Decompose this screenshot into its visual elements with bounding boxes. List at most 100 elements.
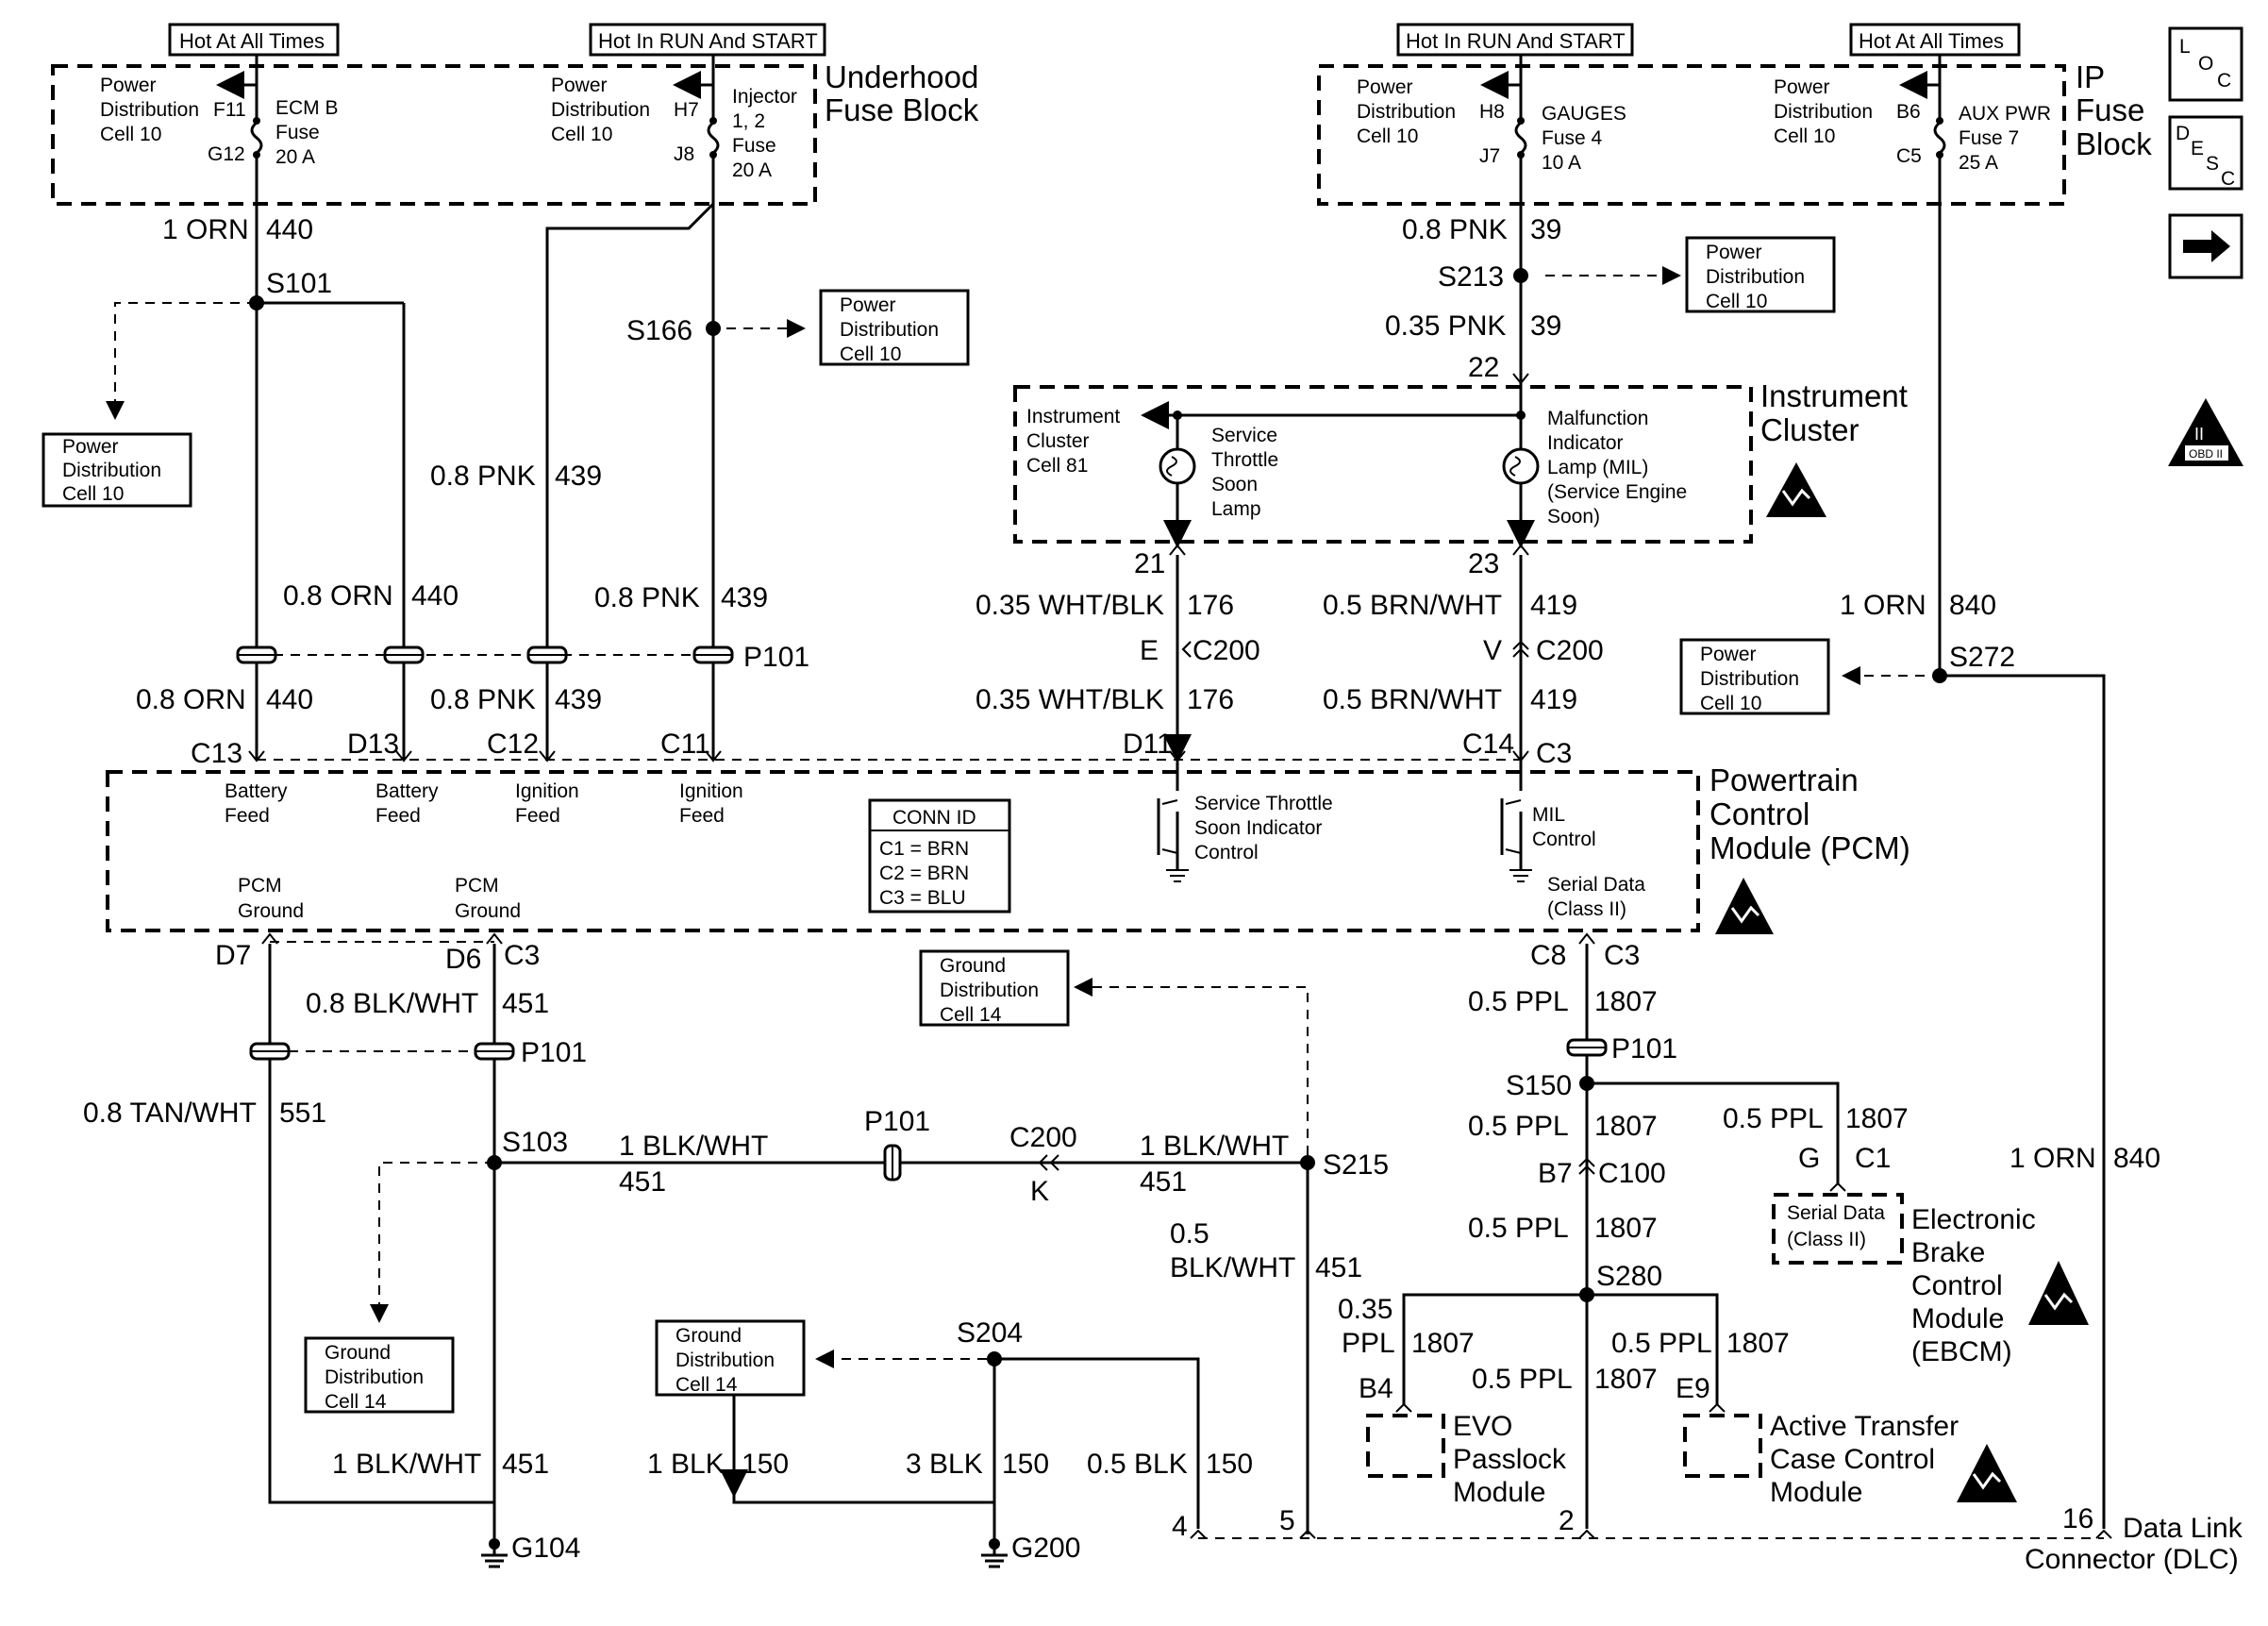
wire-number: 150 [1206, 1449, 1253, 1480]
pin-label: K [1030, 1176, 1049, 1207]
wire-gauge-label: 0.5 PPL [1472, 1364, 1573, 1395]
inline-connector-p101 [249, 1042, 515, 1061]
ip-label: IP [2076, 59, 2105, 94]
fuse-text: Injector [732, 86, 797, 108]
fuse-text: G12 [208, 143, 245, 165]
wire-number: 1807 [1594, 1213, 1658, 1244]
cluster-text: (Service Engine [1547, 481, 1687, 503]
wire-number: 451 [502, 1449, 549, 1480]
wire-number: 439 [555, 684, 602, 715]
splice-s213 [1513, 268, 1528, 283]
pcm-outline [106, 770, 1700, 932]
wire-gauge-label: PPL [1342, 1328, 1395, 1359]
fuse-text: Cell 10 [551, 124, 612, 145]
fuse-text: H8 [1479, 101, 1505, 123]
cluster-text: Instrument [1026, 406, 1120, 427]
ref-power-distribution-s166: Power Distribution Cell 10 [819, 289, 970, 366]
wire-gauge-label: 0.35 WHT/BLK [976, 684, 1164, 715]
next-arrow-icon[interactable] [2168, 213, 2243, 279]
pcm-pin-text: PCM [455, 875, 499, 897]
ref-text: Distribution [840, 319, 939, 341]
pcm-pin-text: (Class II) [1547, 898, 1626, 920]
cluster-text: Service [1211, 425, 1277, 446]
fuse-text: Power [1357, 76, 1413, 98]
wire-number: 440 [411, 580, 459, 612]
circuit-440: 1 ORN 440 S101 0.8 ORN 440 0.8 ORN 440 [106, 155, 459, 760]
pin-label: D6 [445, 944, 481, 975]
fuse-text: Power [551, 75, 608, 96]
obd-ii-icon: II OBD II [2168, 398, 2243, 466]
ref-text: Cell 10 [1700, 693, 1761, 714]
ref-text: Distribution [62, 460, 161, 481]
lamp-mil-icon [1502, 447, 1540, 485]
ebcm-label: (EBCM) [1911, 1336, 2012, 1367]
wire-gauge-label: 1 ORN [2010, 1143, 2096, 1174]
header-text: Hot In RUN And START [598, 29, 818, 53]
splice-s166 [706, 321, 721, 336]
loc-icon[interactable]: L O C [2168, 26, 2243, 102]
obd-icon-text: OBD II [2189, 447, 2223, 461]
fuse-text: Cell 10 [1357, 126, 1418, 147]
ip-label: Block [2076, 126, 2152, 161]
pcm-pin-text: Soon Indicator [1194, 817, 1322, 839]
circuit-840: 1 ORN 840 S272 1 ORN 840 [1840, 155, 2160, 1529]
fuse-text: GAUGES [1542, 103, 1626, 125]
splice-label: S213 [1438, 261, 1504, 293]
fuse-text: Fuse [732, 135, 776, 157]
wire-gauge-label: 0.5 [1170, 1218, 1209, 1249]
underhood-label: Underhood [825, 59, 978, 94]
wire-gauge-label: 0.5 PPL [1468, 986, 1569, 1017]
cluster-text: Indicator [1547, 432, 1624, 454]
wire-gauge-label: 0.5 PPL [1611, 1328, 1712, 1359]
fuse-text: Power [100, 75, 157, 96]
conn-id-row: C2 = BRN [879, 863, 969, 884]
cluster-text: Throttle [1211, 449, 1278, 471]
wire-gauge-label: 0.5 PPL [1723, 1103, 1824, 1134]
fuse-text: B6 [1896, 101, 1921, 123]
wire-gauge-label: 0.5 PPL [1468, 1111, 1569, 1142]
pin-label: 23 [1468, 548, 1499, 579]
wire-gauge-label: 1 BLK/WHT [332, 1449, 481, 1480]
inline-connector-p101 [236, 645, 734, 664]
pcm-label: Module (PCM) [1709, 830, 1910, 865]
pcm-label: Control [1709, 796, 1809, 831]
ebcm-module: Serial Data (Class II) Electronic Brake … [1772, 1193, 2089, 1367]
ref-text: Cell 10 [1706, 291, 1767, 312]
pcm-pin-text: Serial Data [1547, 874, 1645, 896]
atc-label: Active Transfer [1770, 1411, 1959, 1442]
pcm-pin-text: Service Throttle [1194, 793, 1333, 814]
transistor-mil-icon [1500, 760, 1532, 882]
wire-number: 419 [1530, 684, 1577, 715]
fuse-aux-pwr: Power Distribution Cell 10 B6 C5 AUX PWR… [1774, 55, 2051, 174]
fuse-ecm-b: Power Distribution Cell 10 F11 G12 ECM B… [100, 55, 339, 168]
pcm-pin-text: PCM [238, 875, 282, 897]
ground-label: G200 [1011, 1533, 1080, 1564]
circuit-419: 23 0.5 BRN/WHT 419 V C200 0.5 BRN/WHT 41… [1323, 544, 1604, 760]
ref-ground-distribution-s215: Ground Distribution Cell 14 [919, 949, 1070, 1027]
pcm-pin-text: Feed [679, 805, 725, 827]
splice-label: S103 [502, 1127, 568, 1158]
fuse-symbol [1514, 121, 1527, 155]
pin-label: C8 [1530, 940, 1566, 971]
desc-icon[interactable]: D E S C [2168, 115, 2243, 191]
header-hot-in-run-right: Hot In RUN And START [1396, 23, 1634, 57]
wire-gauge-label: 0.8 BLK/WHT [306, 988, 478, 1019]
ref-text: Power [840, 294, 896, 316]
wire-number: 440 [266, 214, 313, 245]
pin-label: D7 [215, 940, 251, 971]
cluster-text: Cluster [1026, 430, 1090, 452]
wire-number: 840 [1949, 590, 1996, 621]
wire-gauge-label: 0.8 PNK [594, 582, 700, 613]
conn-id-row: C3 = BLU [879, 887, 966, 909]
ref-power-distribution-s272: Power Distribution Cell 10 [1679, 638, 1830, 715]
pin-label: C14 [1462, 729, 1514, 760]
fuse-text: AUX PWR [1959, 103, 2051, 125]
fuse-text: 10 A [1542, 152, 1581, 174]
pin-label: 21 [1134, 548, 1165, 579]
wire-gauge-label: 3 BLK [906, 1449, 983, 1480]
ref-text: Cell 10 [62, 483, 124, 505]
lamp-service-throttle-icon [1159, 447, 1196, 485]
evo-label: Module [1453, 1477, 1545, 1508]
wire-gauge-label: 0.35 WHT/BLK [976, 590, 1164, 621]
ref-text: Ground [325, 1342, 391, 1364]
